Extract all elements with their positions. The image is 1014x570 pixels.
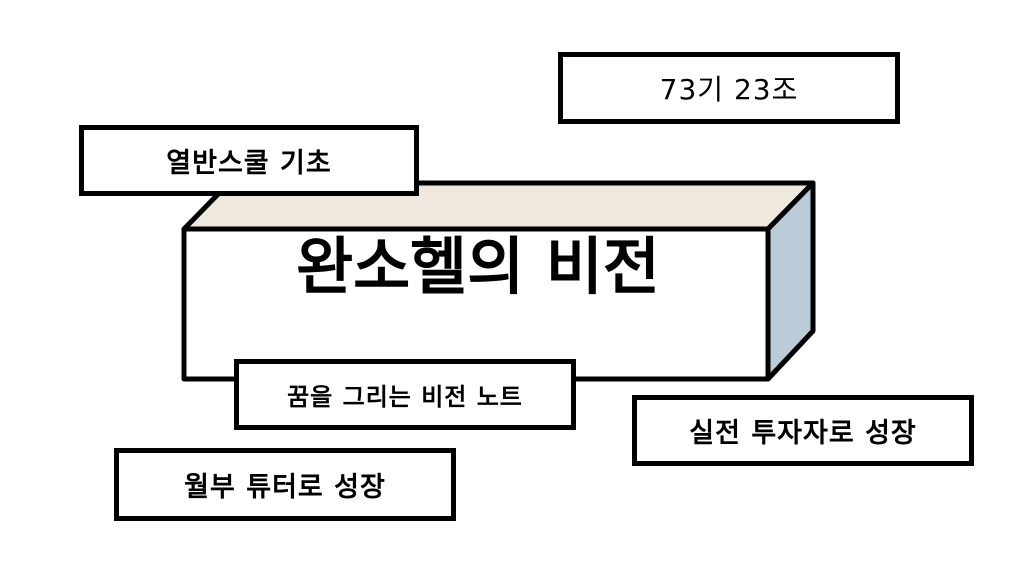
dream-note-label: 꿈을 그리는 비전 노트: [287, 383, 523, 411]
cohort-tag: 73기 23조: [558, 52, 900, 124]
practical-invest-label: 실전 투자자로 성장: [689, 418, 917, 449]
vision-block-front-face: [181, 226, 771, 382]
monthly-tutor-label: 월부 튜터로 성장: [184, 472, 386, 503]
practical-invest-tag: 실전 투자자로 성장: [632, 395, 974, 466]
dream-note-tag: 꿈을 그리는 비전 노트: [234, 359, 576, 430]
basics-label: 열반스쿨 기초: [166, 148, 332, 179]
cohort-label: 73기 23조: [659, 73, 799, 106]
basics-tag: 열반스쿨 기초: [79, 125, 419, 196]
vision-title: 완소헬의 비전: [296, 230, 660, 303]
monthly-tutor-tag: 월부 튜터로 성장: [114, 448, 456, 521]
